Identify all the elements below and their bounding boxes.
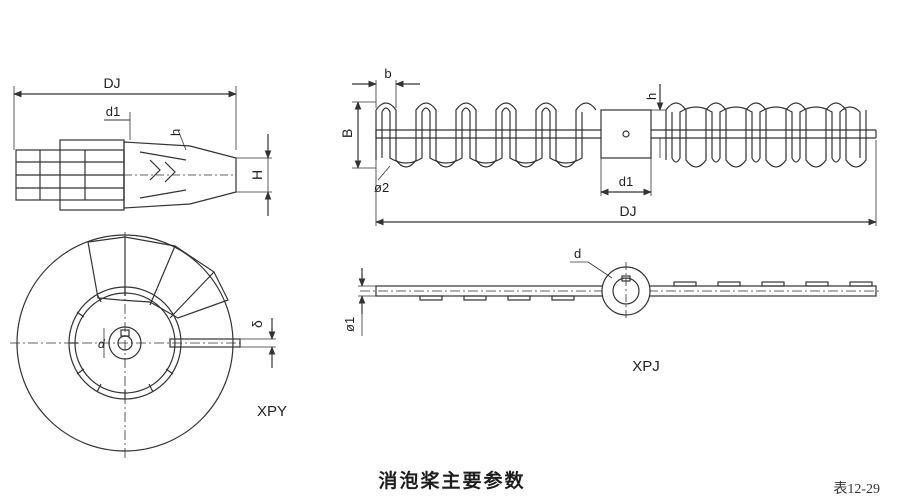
xpy-dim-dj: DJ	[103, 75, 120, 91]
xpy-dim-d1: d1	[106, 104, 120, 119]
xpj-side-dim-d: d	[574, 246, 581, 261]
xpj-side-view	[358, 261, 880, 336]
xpy-side-view	[13, 86, 272, 216]
xpy-dim-delta: δ	[249, 320, 265, 328]
figure-caption: 消泡桨主要参数	[378, 470, 526, 492]
xpj-dim-h: h	[644, 93, 659, 100]
table-number: 表12-29	[833, 482, 880, 497]
xpj-dim-dj: DJ	[619, 203, 636, 219]
xpy-plan-view	[10, 232, 276, 458]
xpj-dim-B: B	[339, 129, 355, 138]
xpy-dim-d: d	[98, 337, 105, 351]
xpy-dim-h-big: H	[249, 170, 265, 180]
xpy-dim-h-small: h	[168, 129, 183, 136]
xpj-dim-b: b	[384, 66, 391, 81]
xpj-top-view	[352, 80, 877, 226]
xpj-dim-phi2: ø2	[374, 180, 389, 195]
xpj-dim-d1: d1	[619, 174, 633, 189]
xpj-side-dim-phi1: ø1	[342, 317, 357, 332]
xpj-label: XPJ	[632, 358, 660, 375]
xpy-label: XPY	[257, 403, 287, 420]
